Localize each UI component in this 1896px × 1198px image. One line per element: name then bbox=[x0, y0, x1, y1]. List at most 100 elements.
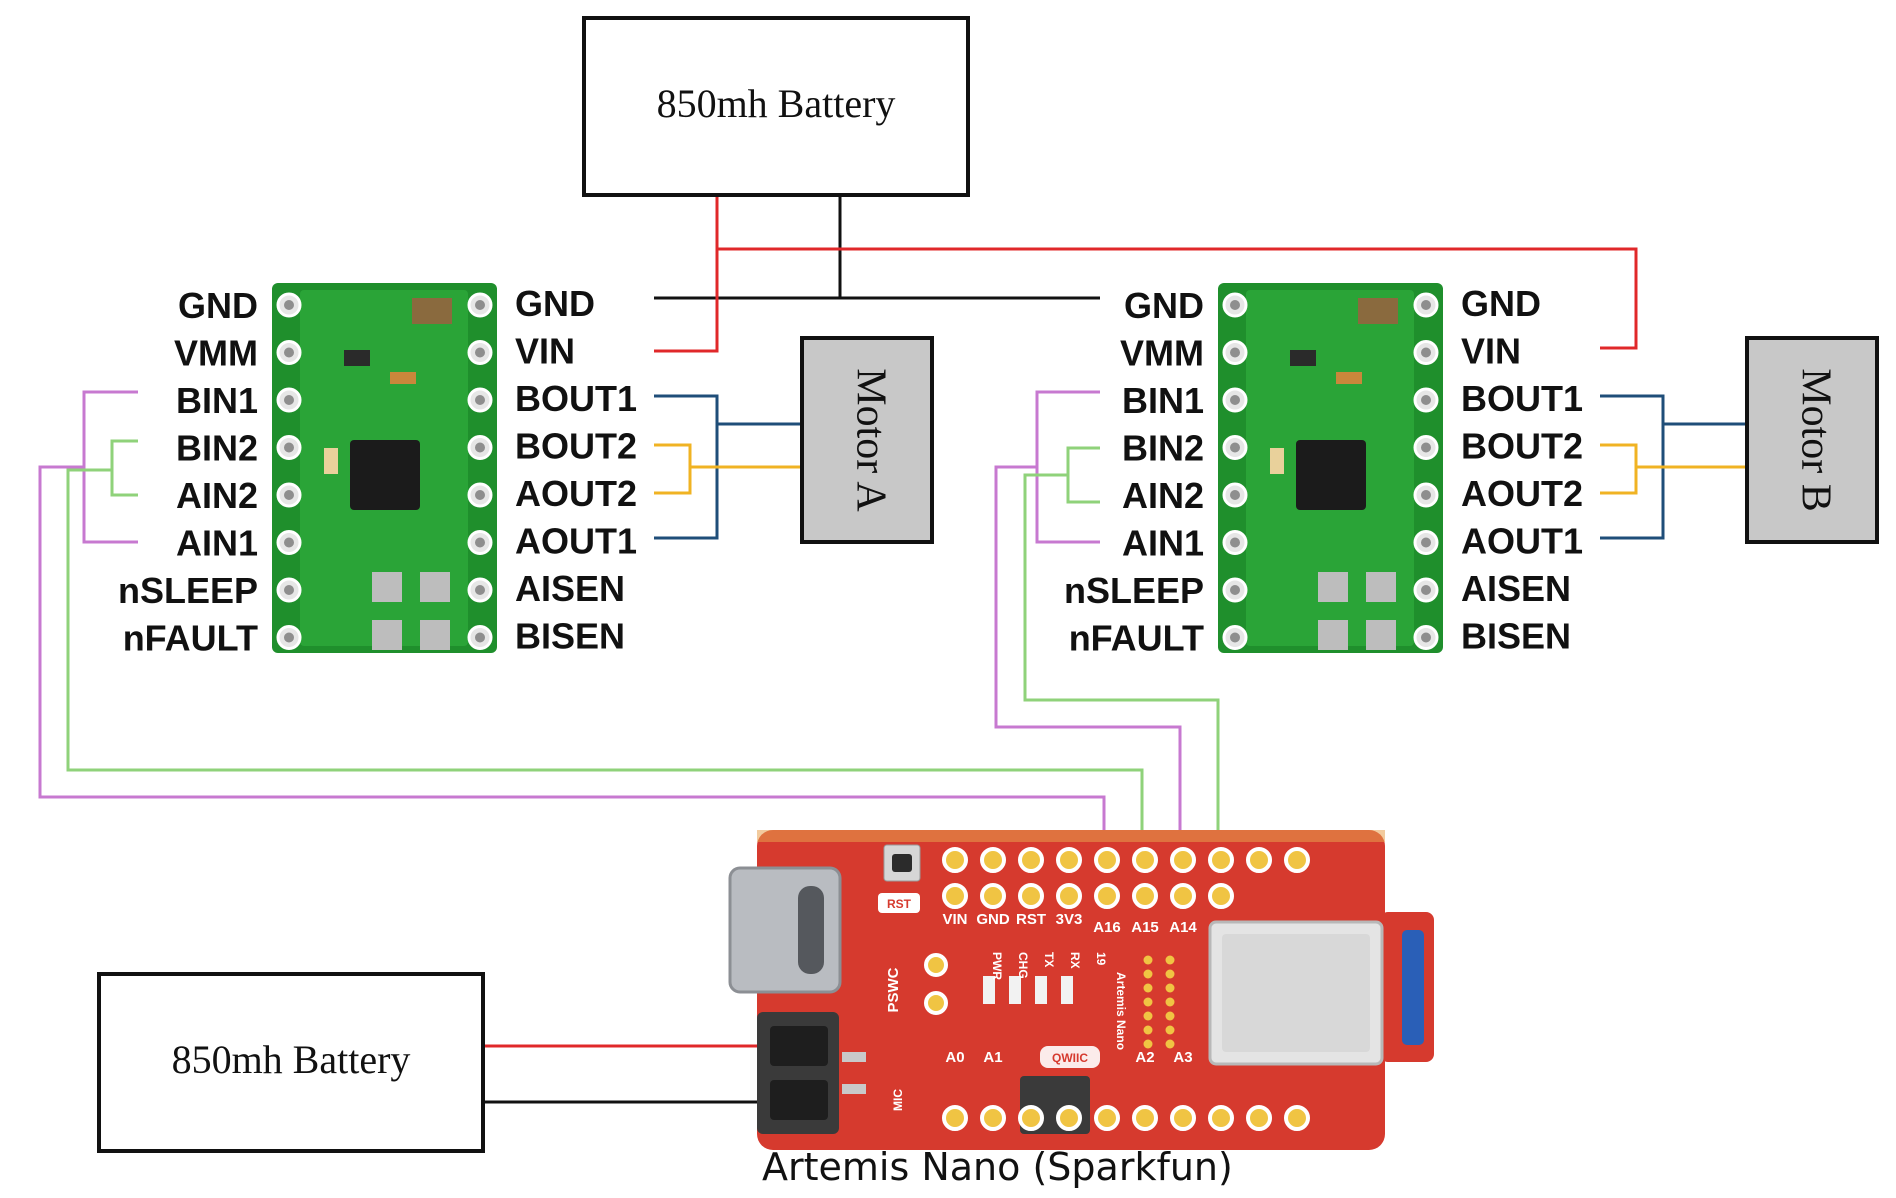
wire-b-bout2 bbox=[1600, 443, 1638, 495]
silk-rx: RX bbox=[1068, 952, 1082, 969]
header-pin-upper bbox=[1056, 883, 1082, 909]
header-pin-bottom bbox=[1284, 1105, 1310, 1131]
jst-slot-bottom bbox=[770, 1080, 828, 1120]
silk-a16: A16 bbox=[1093, 919, 1121, 936]
qwiic-silk: QWIIC bbox=[1052, 1051, 1088, 1065]
small-pad bbox=[1143, 1039, 1153, 1049]
silk-a3: A3 bbox=[1173, 1049, 1192, 1066]
driver-a-pin-hole bbox=[475, 537, 485, 548]
battery-top: 850mh Battery bbox=[582, 16, 970, 197]
top-row-silk: VIN GND RST 3V3 A16 A15 A14 bbox=[942, 911, 1197, 936]
driver-b-capacitor bbox=[1358, 298, 1398, 324]
driver-a-label-bisen: BISEN bbox=[515, 616, 625, 657]
driver-a-pad-3 bbox=[420, 572, 450, 602]
motor-b: Motor B bbox=[1745, 336, 1879, 544]
header-pin-top bbox=[1056, 847, 1082, 873]
driver-b-pin-hole bbox=[1230, 347, 1240, 358]
driver-b-label-nsleep: nSLEEP bbox=[1064, 570, 1204, 611]
driver-a-label-bout1: BOUT1 bbox=[515, 378, 637, 419]
small-pad bbox=[1165, 969, 1175, 979]
antenna bbox=[1402, 930, 1424, 1045]
driver-a-pad-4 bbox=[420, 620, 450, 650]
driver-b-pad-3 bbox=[1366, 572, 1396, 602]
status-leds bbox=[983, 976, 1073, 1004]
header-pin-top bbox=[1132, 847, 1158, 873]
small-pad bbox=[1165, 983, 1175, 993]
header-pin-bottom bbox=[1056, 1105, 1082, 1131]
small-pad bbox=[1165, 1011, 1175, 1021]
driver-a-pin-hole bbox=[475, 632, 485, 643]
driver-a-label-ain2: AIN2 bbox=[176, 475, 258, 516]
header-pin-top bbox=[1208, 847, 1234, 873]
driver-b-pin-hole bbox=[1230, 442, 1240, 453]
driver-a-pin-hole bbox=[475, 442, 485, 453]
jst-pin-2 bbox=[842, 1084, 866, 1094]
header-pin-bottom bbox=[1094, 1105, 1120, 1131]
driver-a-label-aout2: AOUT2 bbox=[515, 473, 637, 514]
wire-b-green-run bbox=[1023, 473, 1220, 885]
driver-b-pin-hole bbox=[1421, 490, 1431, 500]
usb-c-opening bbox=[798, 886, 824, 974]
driver-b-pin-hole bbox=[1421, 395, 1431, 405]
driver-b-label-aout2: AOUT2 bbox=[1461, 473, 1583, 514]
driver-b-pin-hole bbox=[1421, 442, 1431, 453]
battery-bottom: 850mh Battery bbox=[97, 972, 485, 1153]
driver-a-label-vmm: VMM bbox=[174, 333, 258, 374]
driver-b-label-ain1: AIN1 bbox=[1122, 523, 1204, 564]
small-pad bbox=[1143, 997, 1153, 1007]
driver-b-label-gnd: GND bbox=[1124, 285, 1204, 326]
small-pad bbox=[1165, 997, 1175, 1007]
driver-a-pin-hole bbox=[284, 347, 294, 358]
wire-battery-vin-right bbox=[717, 247, 1638, 350]
header-pin-top bbox=[980, 847, 1006, 873]
header-pin-top bbox=[1170, 847, 1196, 873]
driver-b-pin-hole bbox=[1421, 347, 1431, 358]
header-pin-upper bbox=[1170, 883, 1196, 909]
silk-vin: VIN bbox=[942, 911, 967, 928]
battery-bottom-label: 850mh Battery bbox=[172, 1037, 411, 1082]
driver-a-pin-hole bbox=[475, 347, 485, 358]
small-pad bbox=[1143, 955, 1153, 965]
driver-b-label-ain2: AIN2 bbox=[1122, 475, 1204, 516]
pswc-pad-1 bbox=[924, 953, 948, 977]
driver-b-pin-hole bbox=[1230, 585, 1240, 595]
header-pin-upper bbox=[1208, 883, 1234, 909]
motor-a-label: Motor A bbox=[847, 368, 893, 512]
driver-a-pin-hole bbox=[284, 300, 294, 310]
driver-a-label-aout1: AOUT1 bbox=[515, 521, 637, 562]
silk-pwr: PWR bbox=[990, 952, 1004, 980]
header-pin-bottom bbox=[1018, 1105, 1044, 1131]
driver-a-pad-2 bbox=[372, 620, 402, 650]
driver-b-pad-1 bbox=[1318, 572, 1348, 602]
silk-a14: A14 bbox=[1169, 919, 1197, 936]
header-pin-upper bbox=[1018, 883, 1044, 909]
wires bbox=[38, 196, 1747, 1104]
driver-a-pin-hole bbox=[284, 632, 294, 643]
pswc-silk: PSWC bbox=[885, 967, 902, 1012]
driver-a-capacitor bbox=[412, 298, 452, 324]
reset-button-cap bbox=[892, 854, 912, 872]
silk-artemis-nano: Artemis Nano bbox=[1114, 972, 1128, 1050]
driver-a-label-gnd: GND bbox=[515, 283, 595, 324]
driver-a-label-gnd: GND bbox=[178, 285, 258, 326]
driver-a-smd-part bbox=[324, 448, 338, 474]
driver-a-label-nsleep: nSLEEP bbox=[118, 570, 258, 611]
driver-b-smd-part bbox=[1270, 448, 1284, 474]
header-pin-top bbox=[1284, 847, 1310, 873]
driver-a-pin-hole bbox=[475, 300, 485, 310]
driver-a-label-ain1: AIN1 bbox=[176, 523, 258, 564]
header-pin-top bbox=[1246, 847, 1272, 873]
header-pin-upper bbox=[1132, 883, 1158, 909]
motor-b-label: Motor B bbox=[1792, 368, 1838, 512]
silk-a0: A0 bbox=[945, 1049, 964, 1066]
led-tx bbox=[1035, 976, 1047, 1004]
driver-b-label-bisen: BISEN bbox=[1461, 616, 1571, 657]
wire-a-purple-run bbox=[38, 465, 1106, 885]
led-silk: PWR CHG TX RX 19 Artemis Nano bbox=[990, 952, 1128, 1050]
small-pad bbox=[1143, 969, 1153, 979]
driver-b-label-vin: VIN bbox=[1461, 331, 1521, 372]
motor-a: Motor A bbox=[800, 336, 934, 544]
motor-a-box bbox=[800, 336, 934, 544]
